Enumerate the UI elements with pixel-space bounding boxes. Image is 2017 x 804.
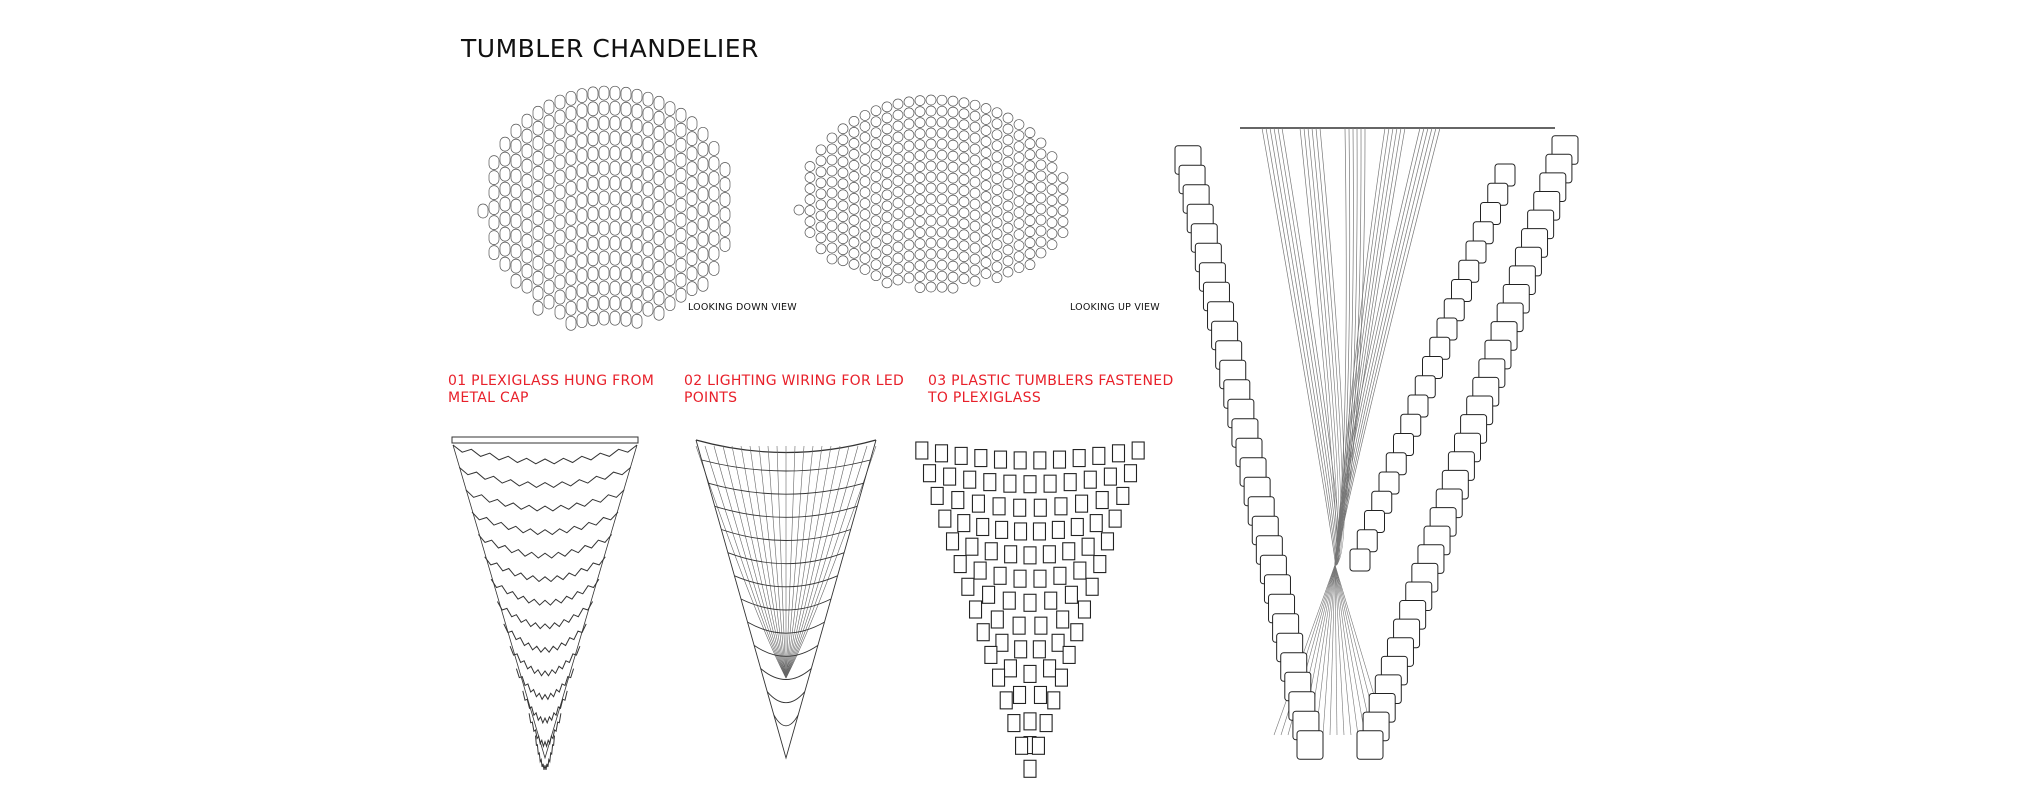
- step-01-line1: 01 PLEXIGLASS HUNG FROM: [448, 373, 655, 389]
- looking-up-view-label: LOOKING UP VIEW: [1070, 302, 1160, 313]
- tumblers-elevation-drawing: [915, 441, 1145, 778]
- step-03-line2: TO PLEXIGLASS: [928, 390, 1042, 406]
- step-02-line2: POINTS: [684, 390, 738, 406]
- step-01-line2: METAL CAP: [448, 390, 529, 406]
- step-01-label: 01 PLEXIGLASS HUNG FROM METAL CAP: [448, 373, 654, 407]
- page-title: TUMBLER CHANDELIER: [461, 34, 759, 63]
- plexiglass-elevation-drawing: [451, 436, 639, 771]
- step-02-line1: 02 LIGHTING WIRING FOR LED: [684, 373, 905, 389]
- assembled-chandelier-drawing: [1174, 127, 1579, 760]
- looking-up-plan-drawing: [793, 94, 1069, 294]
- step-03-line1: 03 PLASTIC TUMBLERS FASTENED: [928, 373, 1174, 389]
- wiring-elevation-drawing: [695, 439, 877, 760]
- looking-down-plan-drawing: [477, 85, 731, 331]
- step-03-label: 03 PLASTIC TUMBLERS FASTENED TO PLEXIGLA…: [928, 373, 1174, 407]
- step-02-label: 02 LIGHTING WIRING FOR LED POINTS: [684, 373, 904, 407]
- looking-down-view-label: LOOKING DOWN VIEW: [688, 302, 797, 313]
